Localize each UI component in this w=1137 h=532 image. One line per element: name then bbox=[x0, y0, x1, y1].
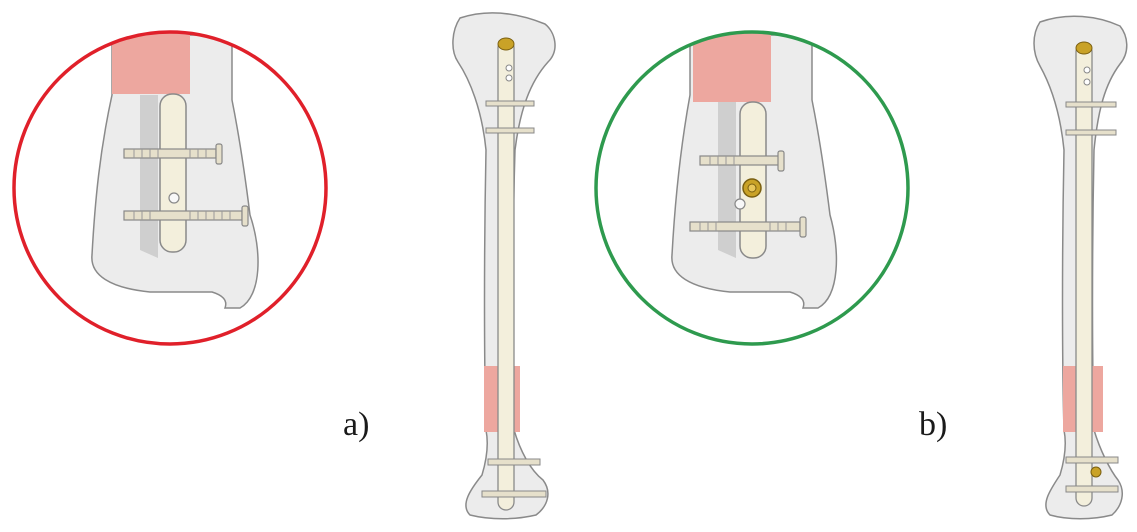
tibia-b-proximal-cap bbox=[1076, 42, 1092, 54]
panel-label-b: b) bbox=[919, 408, 947, 442]
panel-label-a: a) bbox=[343, 408, 369, 442]
panel-a-zoom bbox=[14, 30, 326, 344]
tibia-b-proximal-screw bbox=[1066, 102, 1116, 107]
tibia-b-proximal-screw bbox=[1066, 130, 1116, 135]
panel-b-tibia bbox=[1034, 16, 1127, 519]
panel-b-zoom bbox=[596, 30, 908, 344]
tibia-a-nail bbox=[498, 40, 514, 510]
tibia-b-nail bbox=[1076, 44, 1092, 506]
tibia-a-distal-screw bbox=[482, 491, 546, 497]
panel-a-tibia bbox=[453, 13, 555, 519]
tibia-a-proximal-hole bbox=[506, 75, 512, 81]
zoom-b-end-cap-screw bbox=[743, 179, 761, 197]
zoom-b-nail-hole bbox=[735, 199, 745, 209]
zoom-a-shadow bbox=[140, 95, 158, 258]
tibia-b-proximal-hole bbox=[1084, 67, 1090, 73]
tibia-a-proximal-cap bbox=[498, 38, 514, 50]
zoom-a-nail bbox=[160, 94, 186, 252]
tibia-b-distal-screw bbox=[1066, 486, 1118, 492]
zoom-a-nail-hole bbox=[169, 193, 179, 203]
tibia-b-proximal-hole bbox=[1084, 79, 1090, 85]
tibia-b-distal-screw bbox=[1066, 457, 1118, 463]
zoom-b-shadow bbox=[718, 95, 736, 258]
tibia-a-proximal-screw bbox=[486, 128, 534, 133]
tibia-a-distal-screw bbox=[488, 459, 540, 465]
tibia-a-proximal-screw bbox=[486, 101, 534, 106]
tibia-a-proximal-hole bbox=[506, 65, 512, 71]
tibia-b-distal-end-cap bbox=[1091, 467, 1101, 477]
